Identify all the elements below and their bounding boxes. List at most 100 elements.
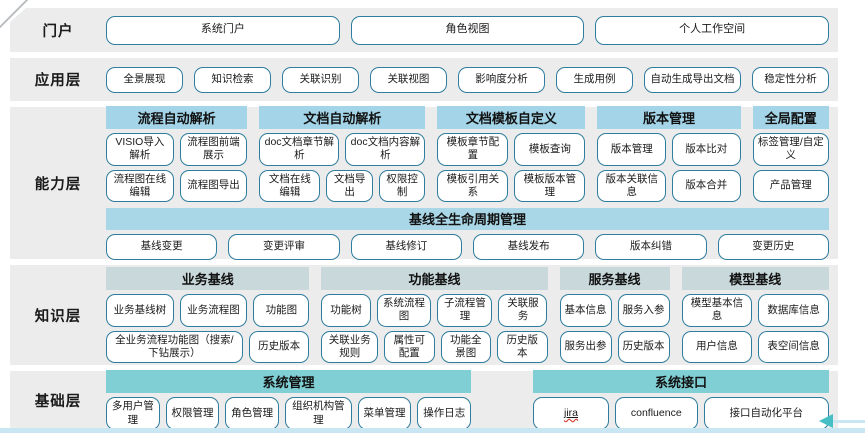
portal-box: 角色视图 [350, 15, 585, 45]
baseline-box: 基线修订 [350, 233, 462, 260]
application-content: 全景展现 知识检索 关联识别 关联视图 影响度分析 生成用例 自动生成导出文档 … [106, 63, 832, 96]
feature-box: 历史版本 [617, 330, 670, 363]
jira-label: jira [564, 406, 579, 419]
group-header: 模型基线 [681, 267, 829, 291]
feature-box: 操作日志 [417, 397, 472, 430]
group-spacer [483, 370, 521, 429]
feature-box: 权限管理 [165, 397, 220, 430]
feature-box: 标签管理/自定义 [752, 133, 829, 166]
knowledge-group-service-baseline: 服务基线 基本信息 服务入参 服务出参 历史版本 [559, 267, 670, 363]
feature-box: 全业务流程功能图（搜索/下钻展示） [106, 330, 243, 363]
feature-box: 版本比对 [672, 133, 741, 166]
feature-box: 流程图前端展示 [179, 133, 248, 166]
feature-box: 模型基本信息 [681, 294, 753, 327]
portal-box: 系统门户 [106, 15, 340, 45]
capability-content: 流程自动解析 VISIO导入解析 流程图前端展示 流程图在线编辑 流程图导出 文… [106, 106, 832, 260]
feature-box: 功能图 [253, 294, 310, 327]
feature-box: 流程图在线编辑 [106, 169, 174, 202]
feature-box: 流程图导出 [179, 169, 248, 202]
baseline-box: 基线变更 [106, 233, 218, 260]
app-box: 知识检索 [193, 66, 271, 93]
baseline-box: 变更历史 [717, 233, 829, 260]
layer-band-knowledge: 知识层 业务基线 业务基线树 业务流程图 功能图 全业务流程功能图（搜索/下钻展… [10, 265, 838, 365]
group-header: 业务基线 [106, 267, 310, 291]
baseline-box: 变更评审 [228, 233, 340, 260]
feature-box: 业务基线树 [106, 294, 174, 327]
feature-box: 功能全景图 [440, 330, 492, 363]
app-box: 影响度分析 [457, 66, 545, 93]
feature-box: doc文档内容解析 [345, 133, 426, 166]
feature-box: 基本信息 [559, 294, 612, 327]
knowledge-group-function-baseline: 功能基线 功能树 系统流程图 子流程管理 关联服务 关联业务规则 属性可配置 功… [321, 267, 548, 363]
app-box: 关联视图 [369, 66, 447, 93]
capability-group-doc-parse: 文档自动解析 doc文档章节解析 doc文档内容解析 文档在线编辑 文档导出 权… [259, 106, 426, 202]
knowledge-group-model-baseline: 模型基线 模型基本信息 数据库信息 用户信息 表空间信息 [681, 267, 830, 363]
feature-box: 菜单管理 [357, 397, 412, 430]
feature-box: 服务入参 [617, 294, 670, 327]
feature-box: 关联业务规则 [321, 330, 379, 363]
app-box: 生成用例 [555, 66, 633, 93]
layer-band-base: 基础层 系统管理 多用户管理 权限管理 角色管理 组织机构管理 菜单管理 操作日… [10, 370, 838, 430]
feature-box: 用户信息 [681, 330, 753, 363]
group-header: 流程自动解析 [106, 106, 248, 130]
feature-box: doc文档章节解析 [259, 133, 340, 166]
feature-box: 表空间信息 [758, 330, 830, 363]
feature-box: 权限控制 [378, 169, 426, 202]
group-header: 系统管理 [106, 370, 472, 394]
app-box: 关联识别 [281, 66, 359, 93]
base-group-system-mgmt: 系统管理 多用户管理 权限管理 角色管理 组织机构管理 菜单管理 操作日志 [106, 370, 472, 430]
feature-box: 关联服务 [498, 294, 548, 327]
group-header: 版本管理 [597, 106, 741, 130]
layer-band-capability: 能力层 流程自动解析 VISIO导入解析 流程图前端展示 流程图在线编辑 流程图… [10, 106, 838, 260]
baseline-box: 版本纠错 [595, 233, 707, 260]
feature-box: 业务流程图 [179, 294, 248, 327]
app-box: 全景展现 [106, 66, 183, 93]
group-header: 系统接口 [533, 370, 829, 394]
feature-box: 属性可配置 [384, 330, 435, 363]
knowledge-group-business-baseline: 业务基线 业务基线树 业务流程图 功能图 全业务流程功能图（搜索/下钻展示） 历… [106, 267, 310, 363]
feature-box: 版本管理 [597, 133, 667, 166]
capability-group-version-mgmt: 版本管理 版本管理 版本比对 版本关联信息 版本合并 [597, 106, 741, 202]
portal-box: 个人工作空间 [595, 15, 830, 45]
feature-box: 模板版本管理 [514, 169, 586, 202]
feature-box: 历史版本 [248, 330, 310, 363]
feature-box: 系统流程图 [376, 294, 432, 327]
feature-box: 文档在线编辑 [259, 169, 321, 202]
group-header: 服务基线 [559, 267, 670, 291]
feature-box: VISIO导入解析 [106, 133, 174, 166]
group-header: 文档模板自定义 [437, 106, 586, 130]
feature-box: 历史版本 [497, 330, 548, 363]
feature-box: 子流程管理 [437, 294, 493, 327]
app-box: 稳定性分析 [752, 66, 830, 93]
feature-box: 模板引用关系 [437, 169, 509, 202]
feature-box: 组织机构管理 [284, 397, 352, 430]
layer-label-base: 基础层 [34, 393, 82, 410]
layer-label-application: 应用层 [34, 73, 82, 89]
bottom-border-strip [0, 428, 865, 433]
knowledge-content: 业务基线 业务基线树 业务流程图 功能图 全业务流程功能图（搜索/下钻展示） 历… [106, 267, 832, 363]
feature-box: 数据库信息 [758, 294, 830, 327]
layer-stack: 门户 系统门户 角色视图 个人工作空间 应用层 全景展现 知识检索 关联识别 关… [10, 8, 838, 430]
feature-box: 版本合并 [672, 169, 741, 202]
feature-box: 版本关联信息 [597, 169, 667, 202]
base-group-system-interface: 系统接口 jira confluence 接口自动化平台 [533, 370, 829, 430]
feature-box: 模板章节配置 [437, 133, 509, 166]
base-content: 系统管理 多用户管理 权限管理 角色管理 组织机构管理 菜单管理 操作日志 系统… [106, 370, 832, 430]
feature-box: 产品管理 [752, 169, 829, 202]
layer-band-portal: 门户 系统门户 角色视图 个人工作空间 [10, 8, 838, 52]
feature-box: 服务出参 [559, 330, 612, 363]
layer-band-application: 应用层 全景展现 知识检索 关联识别 关联视图 影响度分析 生成用例 自动生成导… [10, 58, 838, 101]
group-header: 全局配置 [752, 106, 829, 130]
group-header: 功能基线 [321, 267, 548, 291]
feature-box: 模板查询 [514, 133, 586, 166]
app-box: 自动生成导出文档 [643, 66, 742, 93]
group-header: 文档自动解析 [259, 106, 426, 130]
feature-box: 接口自动化平台 [703, 397, 829, 430]
layer-label-capability: 能力层 [34, 176, 82, 193]
corner-arrow-icon [819, 414, 865, 428]
layer-label-knowledge: 知识层 [34, 308, 82, 325]
feature-box: 角色管理 [225, 397, 279, 430]
portal-content: 系统门户 角色视图 个人工作空间 [106, 13, 832, 47]
feature-box: 文档导出 [326, 169, 373, 202]
